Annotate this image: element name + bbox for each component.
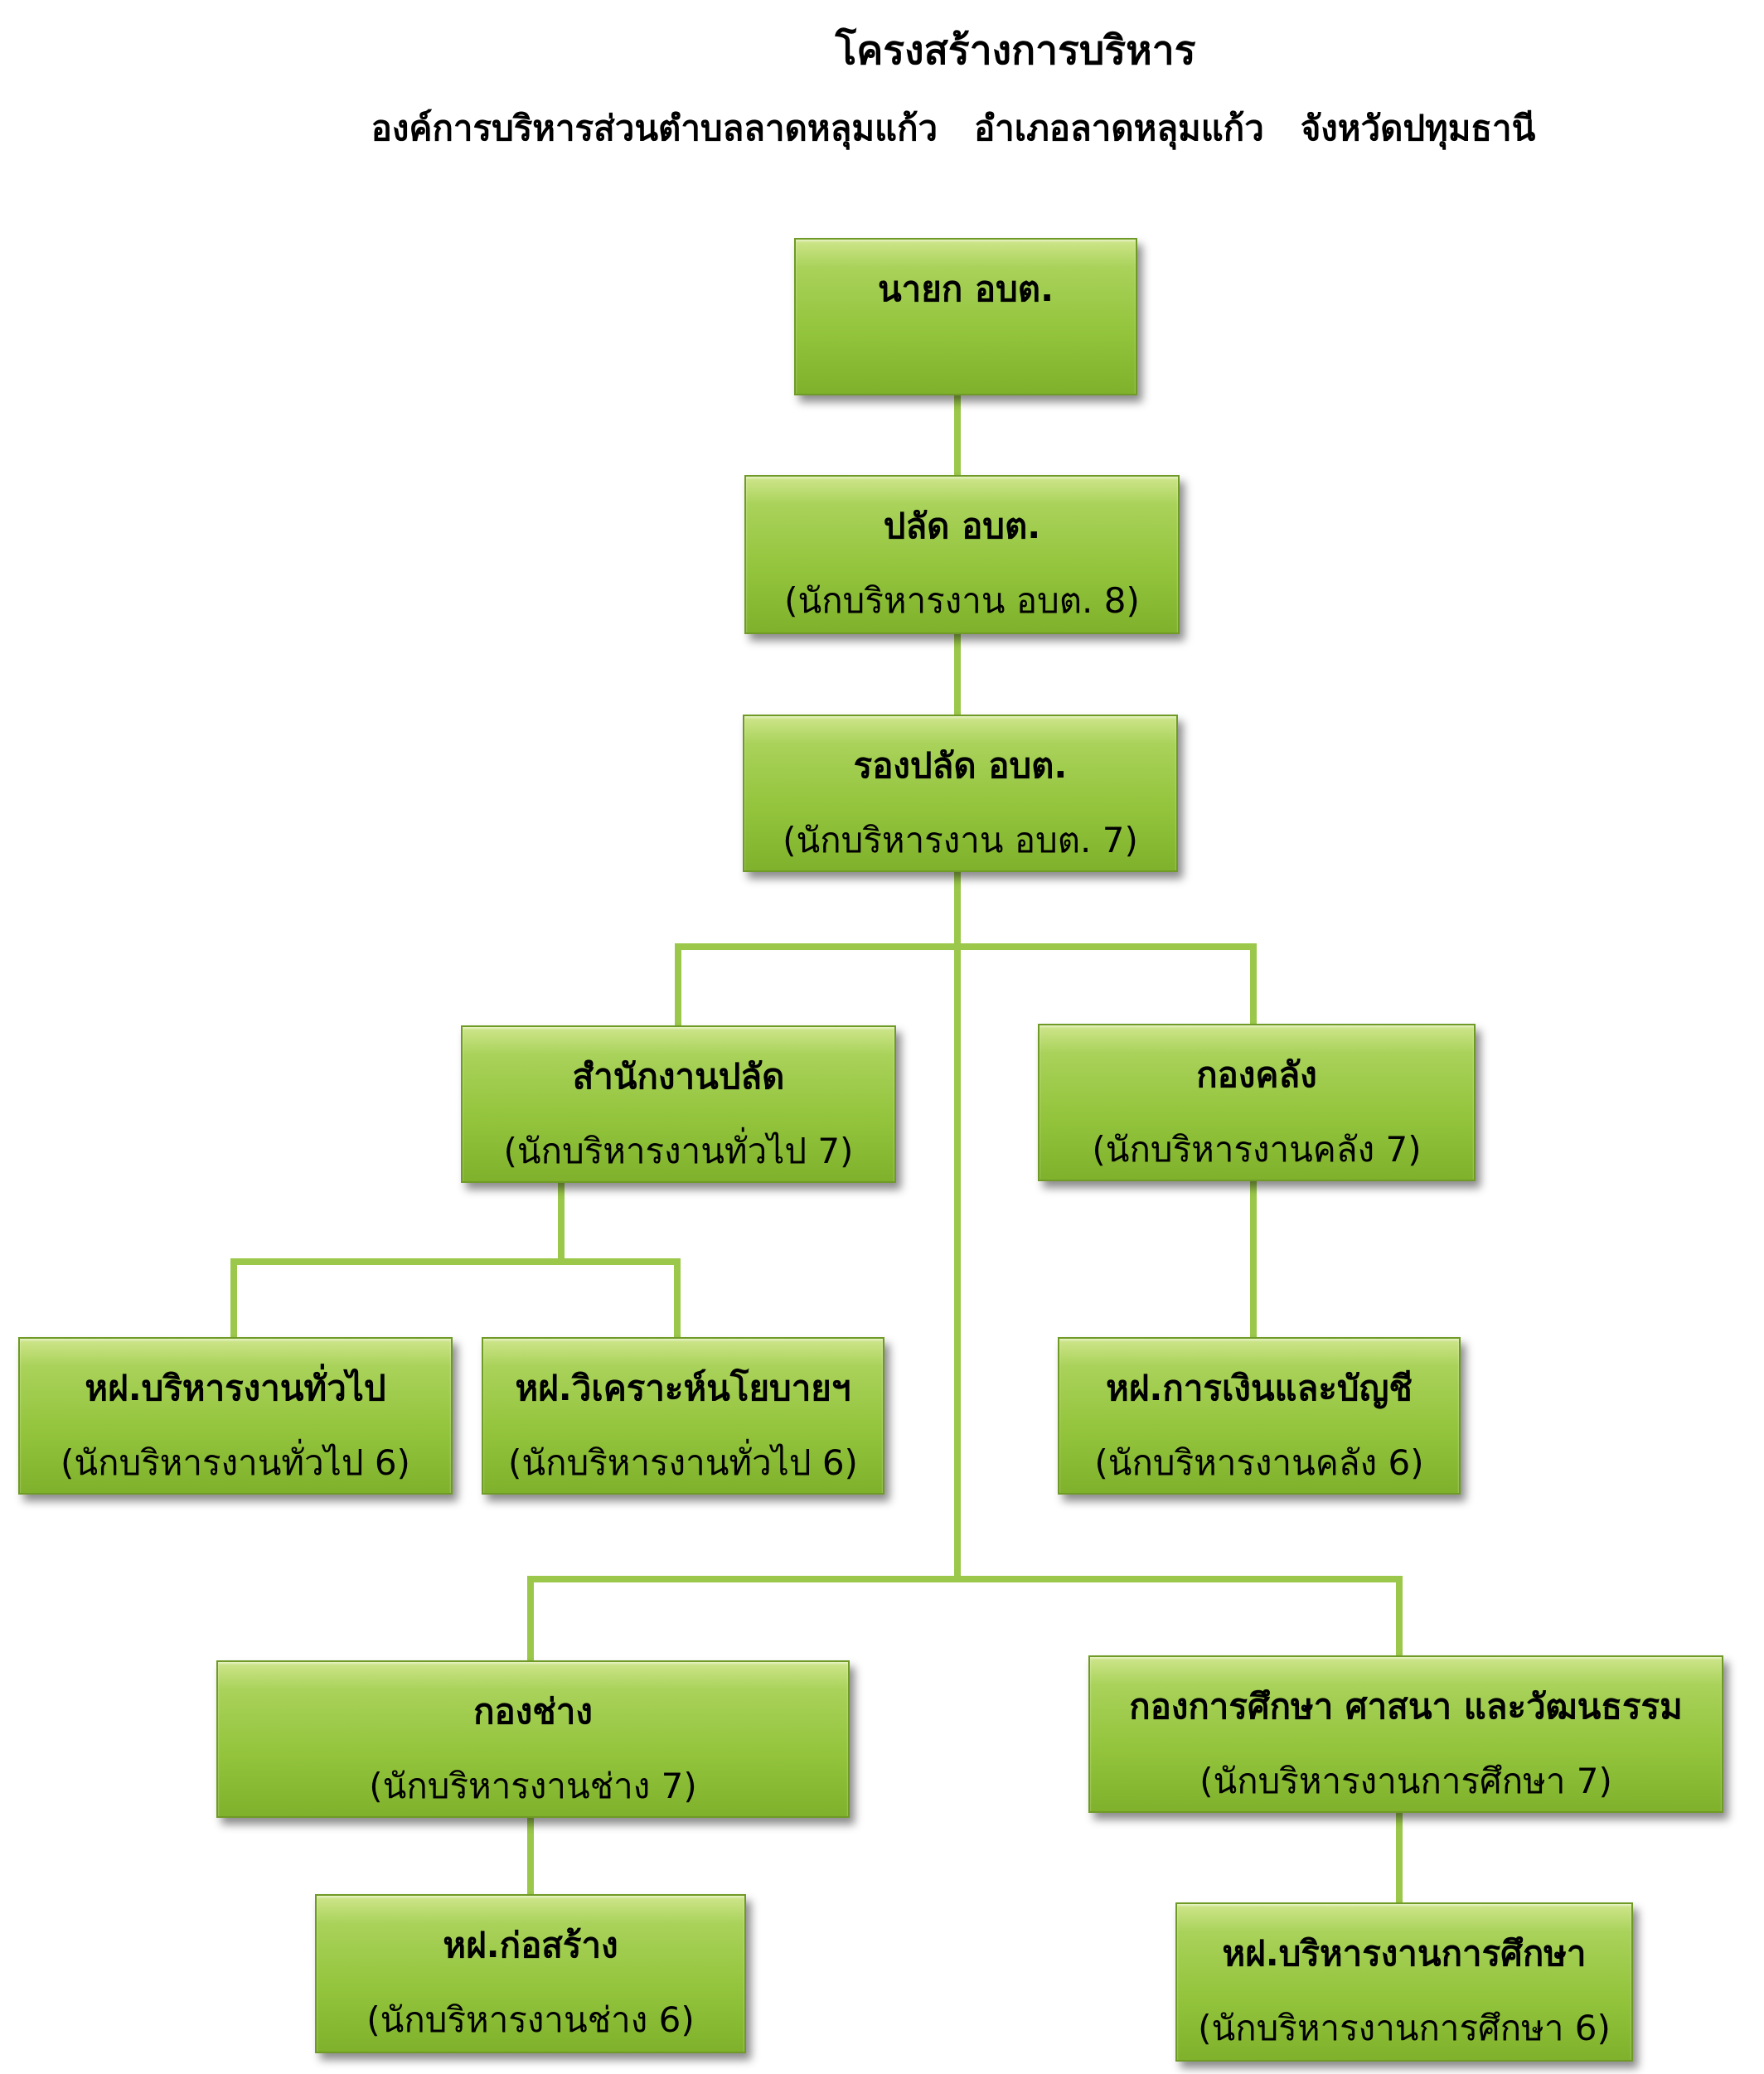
node-engineering-division-name: กองช่าง [473,1691,593,1732]
node-deputy-clerk-position: (นักบริหารงาน อบต. 7) [783,820,1138,860]
node-policy-analysis-section-position: (นักบริหารงานทั่วไป 6) [508,1442,858,1483]
node-finance-accounting-section-name: หฝ.การเงินและบัญชี [1106,1368,1413,1408]
node-finance-accounting-section-position: (นักบริหารงานคลัง 6) [1094,1442,1424,1483]
node-policy-analysis-section: หฝ.วิเคราะห์นโยบายฯ (นักบริหารงานทั่วไป … [482,1337,884,1495]
node-clerk-position: (นักบริหารงาน อบต. 8) [784,580,1140,621]
node-education-division: กองการศึกษา ศาสนา และวัฒนธรรม (นักบริหาร… [1088,1655,1723,1813]
node-construction-section: หฝ.ก่อสร้าง (นักบริหารงานช่าง 6) [315,1894,746,2053]
node-construction-section-position: (นักบริหารงานช่าง 6) [366,1999,695,2040]
node-clerk-office: สำนักงานปลัด (นักบริหารงานทั่วไป 7) [461,1025,896,1183]
node-general-admin-section: หฝ.บริหารงานทั่วไป (นักบริหารงานทั่วไป 6… [18,1337,453,1495]
node-education-admin-section-position: (นักบริหารงานการศึกษา 6) [1198,2008,1611,2048]
chart-subtitle: องค์การบริหารส่วนตำบลลาดหลุมแก้ว อำเภอลา… [371,108,1536,148]
node-mayor-name: นายก อบต. [877,269,1054,309]
node-deputy-clerk: รองปลัด อบต. (นักบริหารงาน อบต. 7) [743,715,1178,872]
node-finance-division: กองคลัง (นักบริหารงานคลัง 7) [1038,1024,1476,1181]
node-finance-division-position: (นักบริหารงานคลัง 7) [1092,1129,1422,1170]
node-clerk: ปลัด อบต. (นักบริหารงาน อบต. 8) [744,475,1180,634]
node-clerk-office-name: สำนักงานปลัด [572,1056,785,1097]
node-education-division-position: (นักบริหารงานการศึกษา 7) [1199,1761,1612,1801]
node-finance-division-name: กองคลัง [1196,1054,1317,1095]
node-education-division-name: กองการศึกษา ศาสนา และวัฒนธรรม [1129,1686,1683,1727]
node-education-admin-section-name: หฝ.บริหารงานการศึกษา [1222,1933,1587,1974]
node-finance-accounting-section: หฝ.การเงินและบัญชี (นักบริหารงานคลัง 6) [1058,1337,1461,1495]
node-deputy-clerk-name: รองปลัด อบต. [853,745,1068,786]
node-clerk-office-position: (นักบริหารงานทั่วไป 7) [503,1131,854,1171]
node-clerk-name: ปลัด อบต. [883,506,1041,546]
node-mayor: นายก อบต. [794,238,1137,395]
node-general-admin-section-name: หฝ.บริหารงานทั่วไป [85,1368,386,1408]
node-education-admin-section: หฝ.บริหารงานการศึกษา (นักบริหารงานการศึก… [1175,1902,1633,2062]
node-policy-analysis-section-name: หฝ.วิเคราะห์นโยบายฯ [515,1368,851,1408]
node-engineering-division: กองช่าง (นักบริหารงานช่าง 7) [216,1660,850,1818]
chart-title: โครงสร้างการบริหาร [835,27,1196,74]
node-general-admin-section-position: (นักบริหารงานทั่วไป 6) [61,1442,410,1483]
node-engineering-division-position: (นักบริหารงานช่าง 7) [369,1766,697,1806]
node-construction-section-name: หฝ.ก่อสร้าง [443,1925,618,1965]
